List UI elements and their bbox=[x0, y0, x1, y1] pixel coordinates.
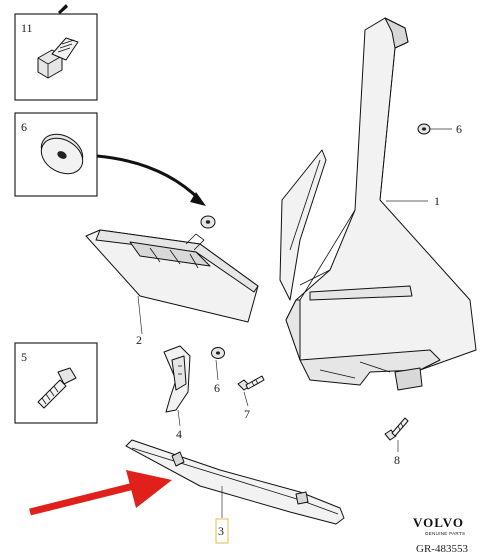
housing-part-1 bbox=[279, 17, 477, 391]
washer-6-lower-icon bbox=[211, 347, 225, 359]
leader-tick-icon bbox=[58, 4, 68, 14]
detail-box-11-label: 11 bbox=[21, 21, 33, 35]
screw-5-icon bbox=[37, 367, 77, 409]
part-label-4: 4 bbox=[176, 427, 182, 441]
washer-6-bracket-icon bbox=[200, 215, 216, 229]
bracket-part-2 bbox=[85, 229, 259, 323]
part-label-7: 7 bbox=[244, 407, 250, 421]
part-label-3: 3 bbox=[218, 524, 224, 538]
part-label-6-upper: 6 bbox=[456, 122, 462, 136]
brand-logo: VOLVO bbox=[413, 515, 464, 530]
detail-box-6: 6 bbox=[14, 112, 98, 197]
bolt-11-icon bbox=[37, 37, 79, 79]
selection-box bbox=[215, 518, 229, 544]
brand-tagline: GENUINE PARTS bbox=[425, 531, 465, 536]
trim-strip-part-3 bbox=[125, 439, 345, 525]
screw-7-icon bbox=[237, 375, 265, 391]
screw-8-icon bbox=[384, 417, 409, 441]
leader-lines bbox=[137, 128, 452, 518]
clip-part-4 bbox=[163, 345, 191, 413]
callout-arrow-icon bbox=[96, 154, 206, 206]
reference-code: GR-483553 bbox=[416, 543, 468, 555]
detail-box-5-label: 5 bbox=[21, 350, 27, 364]
part-label-8: 8 bbox=[394, 453, 400, 467]
part-label-2: 2 bbox=[136, 333, 142, 347]
part-label-1: 1 bbox=[434, 194, 440, 208]
highlight-arrow-icon bbox=[29, 470, 172, 516]
part-label-3-selected[interactable]: 3 bbox=[215, 518, 229, 544]
washer-6-icon bbox=[40, 133, 84, 175]
detail-box-6-label: 6 bbox=[21, 120, 27, 134]
detail-box-5: 5 bbox=[14, 342, 98, 424]
detail-box-11: 11 bbox=[14, 13, 98, 101]
part-label-6-lower: 6 bbox=[214, 381, 220, 395]
washer-6-upper-icon bbox=[417, 123, 431, 135]
